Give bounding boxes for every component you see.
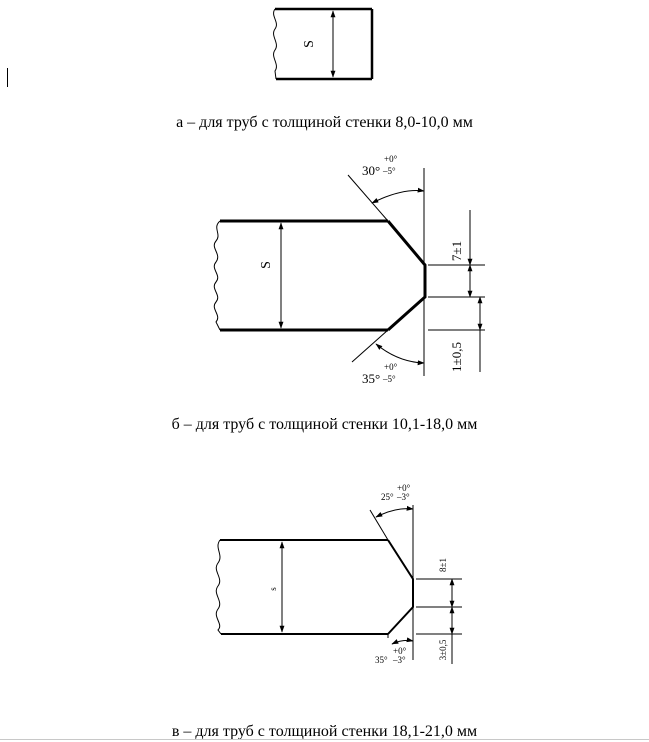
caption-a: а – для труб с толщиной стенки 8,0-10,0 … [176,114,473,131]
figure-b: S 7±1 1±0,5 30° +0° –5° 35° +0° –5° [213,154,485,386]
bevel-extension-top [369,509,389,541]
top-angle-tolerance-minus: –3° [396,492,410,502]
bottom-angle-tolerance-minus: –3° [392,655,406,665]
top-angle-tolerance-plus: +0° [384,154,398,164]
gap-dimension-value: 1±0,5 [449,342,464,372]
top-bevel-angle: 30° [362,163,380,178]
break-line [273,8,277,80]
bottom-bevel-angle: 35° [362,371,380,386]
page-bottom-rule [0,739,649,740]
land-dimension-value: 8±1 [438,558,448,572]
break-line [215,539,222,635]
bevel-extension-bottom [351,329,389,363]
gap-dimension-value: 3±0,5 [438,639,448,660]
text-cursor [7,68,8,87]
bottom-angle-arc [391,637,414,645]
bevel-profile [386,220,427,332]
bottom-angle-tolerance-plus: +0° [393,646,407,656]
thickness-label: S [302,40,317,48]
figure-c: s 8±1 3±0,5 25° +0° –3° 35° +0° –3° [215,483,462,665]
land-dimension-value: 7±1 [449,241,464,261]
bottom-bevel-angle: 35° [375,655,388,665]
top-angle-arc [371,187,425,204]
bevel-profile [387,539,414,635]
caption-b: б – для труб с толщиной стенки 10,1-18,0… [171,416,478,433]
bottom-angle-arc [375,343,425,366]
bevel-extension-top [347,174,389,222]
bottom-angle-tolerance-plus: +0° [384,362,398,372]
top-bevel-angle: 25° [381,492,394,502]
thickness-label: s [268,587,278,591]
top-angle-tolerance-minus: –5° [382,166,396,176]
top-angle-arc [375,505,414,518]
thickness-label: S [259,261,274,269]
top-angle-tolerance-plus: +0° [397,483,411,493]
caption-c: в – для труб с толщиной стенки 18,1-21,0… [171,723,478,740]
break-line [213,220,221,331]
bottom-angle-tolerance-minus: –5° [382,374,396,384]
figure-a: S [273,7,374,81]
